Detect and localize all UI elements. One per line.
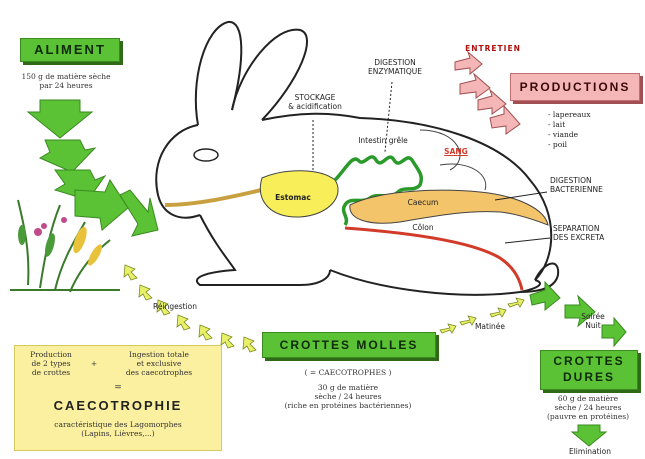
crottes-molles-desc: ( = CAECOTROPHES ) 30 g de matière sèche… — [250, 368, 446, 410]
aliment-title: ALIMENT — [34, 42, 106, 57]
crottes-dures-title-line2: DURES — [541, 369, 637, 385]
soiree-line1: Soirée — [568, 312, 618, 321]
caecum-shape — [350, 190, 548, 225]
crottes-dures-desc: 60 g de matière sèche / 24 heures (pauvr… — [532, 394, 644, 421]
caecum-label: Caecum — [398, 198, 448, 207]
crottes-molles-box: CROTTES MOLLES — [262, 332, 436, 358]
crottes-dures-line2: sèche / 24 heures — [532, 403, 644, 412]
crottes-molles-line2: sèche / 24 heures — [250, 392, 446, 401]
digestion-enz-line1: DIGESTION — [355, 58, 435, 67]
crottes-molles-title: CROTTES MOLLES — [280, 338, 419, 352]
caecotrophie-caption: caractéristique des Lagomorphes (Lapins,… — [15, 420, 221, 438]
caecotrophie-equals: = — [15, 384, 221, 393]
caecotrophie-col2-line1: Ingestion totale — [103, 350, 215, 359]
elimination-label: Elimination — [560, 447, 620, 456]
digestion-enz-line2: ENZYMATIQUE — [355, 67, 435, 76]
aliment-desc-line2: par 24 heures — [6, 81, 126, 90]
stockage-line1: STOCKAGE — [275, 93, 355, 102]
crottes-molles-line1: 30 g de matière — [250, 383, 446, 392]
oesophagus — [165, 188, 270, 205]
crottes-dures-line3: (pauvre en protéines) — [532, 412, 644, 421]
matinee-label: Matinée — [465, 322, 515, 331]
digestion-bacterienne-label: DIGESTION BACTERIENNE — [550, 176, 630, 194]
caecotrophie-col2-line2: et exclusive — [103, 359, 215, 368]
caecotrophie-col2-line3: des caecotrophes — [103, 368, 215, 377]
colon-shape — [345, 228, 522, 290]
caecotrophie-col1-line3: de crottes — [19, 368, 83, 377]
digestion-bact-line1: DIGESTION — [550, 176, 630, 185]
entretien-label: ENTRETIEN — [453, 44, 533, 53]
crottes-dures-line1: 60 g de matière — [532, 394, 644, 403]
caecotrophie-col1-line1: Production — [19, 350, 83, 359]
sang-loop-2 — [440, 164, 486, 190]
soiree-line2: Nuit — [568, 321, 618, 330]
productions-list: lapereaux lait viande poil — [548, 110, 628, 150]
caecotrophie-col1: Production de 2 types de crottes — [19, 350, 83, 377]
crottes-dures-box: CROTTES DURES — [540, 350, 638, 390]
production-item: lapereaux — [548, 110, 628, 120]
rabbit-eye — [194, 149, 218, 161]
separation-line1: SEPARATION — [553, 224, 633, 233]
caecotrophie-box: Production de 2 types de crottes + Inges… — [14, 345, 222, 451]
separation-line2: DES EXCRETA — [553, 233, 633, 242]
caecotrophie-caption-line2: (Lapins, Lièvres,...) — [15, 429, 221, 438]
productions-title: PRODUCTIONS — [520, 80, 631, 94]
digestion-bact-line2: BACTERIENNE — [550, 185, 630, 194]
caecotrophie-plus: + — [87, 359, 101, 368]
digestion-enzymatique-label: DIGESTION ENZYMATIQUE — [355, 58, 435, 76]
production-item: viande — [548, 130, 628, 140]
aliment-desc-line1: 150 g de matière sèche — [6, 72, 126, 81]
intestin-label: Intestin grêle — [338, 136, 428, 145]
caecotrophie-col2: Ingestion totale et exclusive des caecot… — [103, 350, 215, 377]
crottes-dures-title-line1: CROTTES — [541, 353, 637, 369]
caecotrophie-col1-line2: de 2 types — [19, 359, 83, 368]
sang-label: SANG — [436, 147, 476, 156]
caecotrophie-caption-line1: caractéristique des Lagomorphes — [15, 420, 221, 429]
production-item: lait — [548, 120, 628, 130]
separation-label: SEPARATION DES EXCRETA — [553, 224, 633, 242]
aliment-desc: 150 g de matière sèche par 24 heures — [6, 72, 126, 90]
caecotrophes-note: ( = CAECOTROPHES ) — [250, 368, 446, 377]
estomac-label: Estomac — [268, 193, 318, 202]
crottes-molles-line3: (riche en protéines bactériennes) — [250, 401, 446, 410]
colon-label: Côlon — [398, 223, 448, 232]
aliment-arrows — [28, 100, 158, 236]
aliment-box: ALIMENT — [20, 38, 120, 62]
excreta-pointer — [505, 238, 550, 243]
stockage-line2: & acidification — [275, 102, 355, 111]
soiree-label: Soirée Nuit — [568, 312, 618, 330]
production-item: poil — [548, 140, 628, 150]
productions-box: PRODUCTIONS — [510, 73, 640, 101]
reingestion-label: Réingestion — [140, 302, 210, 311]
stockage-label: STOCKAGE & acidification — [275, 93, 355, 111]
caecotrophie-title: CAECOTROPHIE — [15, 398, 221, 413]
